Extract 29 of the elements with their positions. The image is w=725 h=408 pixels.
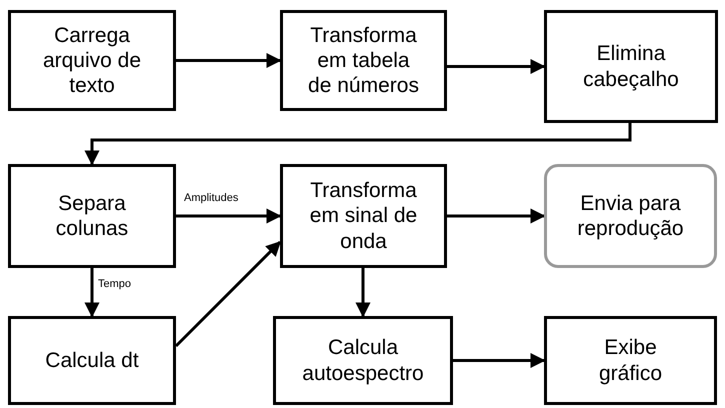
process-box bbox=[544, 10, 718, 123]
node-text: Exibe gráfico bbox=[598, 335, 664, 386]
node-text: Carrega arquivo de texto bbox=[42, 22, 142, 98]
node-text: Envia para reprodução bbox=[576, 190, 685, 242]
node-text: Separa colunas bbox=[54, 190, 130, 242]
node-text: Calcula autoespectro bbox=[301, 335, 425, 386]
process-box bbox=[280, 164, 447, 268]
terminal-box bbox=[544, 164, 717, 268]
node-text: Transforma em tabela de números bbox=[307, 22, 420, 98]
arrow bbox=[447, 208, 546, 224]
process-box bbox=[544, 316, 717, 405]
process-box bbox=[8, 164, 176, 268]
arrow bbox=[84, 268, 100, 318]
arrow bbox=[447, 59, 546, 74]
arrow bbox=[176, 208, 282, 224]
process-box bbox=[8, 316, 176, 405]
node-text: Transforma em sinal de onda bbox=[308, 178, 418, 254]
arrow bbox=[174, 240, 282, 348]
arrow bbox=[176, 53, 282, 68]
process-box bbox=[280, 10, 447, 111]
arrow bbox=[453, 353, 546, 368]
edge-label: Tempo bbox=[98, 278, 132, 290]
node-text: Elimina cabeçalho bbox=[582, 41, 680, 92]
edge-label: Amplitudes bbox=[184, 192, 238, 204]
process-box bbox=[8, 10, 176, 111]
arrow bbox=[84, 123, 632, 166]
process-box bbox=[273, 316, 453, 405]
arrow bbox=[356, 268, 370, 318]
node-text: Calcula dt bbox=[45, 348, 139, 374]
